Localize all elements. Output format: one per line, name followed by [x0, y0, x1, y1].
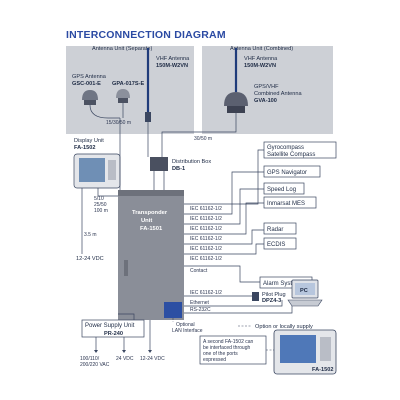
transponder-label-1: Transponder: [132, 210, 168, 216]
vhf-antenna-label: VHF Antenna: [156, 56, 190, 62]
radar-label: Radar: [267, 227, 283, 233]
combined-label-1: GPS/VHF: [254, 84, 279, 90]
gps-navigator-box: [263, 165, 321, 178]
iec-bottom-label: IEC 61162-1/2: [190, 290, 222, 296]
iec-label-4: IEC 61162-1/2: [190, 236, 222, 242]
display-power-label: 12-24 VDC: [76, 256, 104, 262]
combined-cable-length: 30/50 m: [194, 136, 212, 142]
antenna-combined-panel: [202, 46, 333, 134]
alarm-system-label: Alarm System: [263, 281, 300, 287]
combined-antenna-dome: [224, 92, 248, 106]
power-vdc-2: 12-24 VDC: [140, 356, 165, 362]
lan-interface-module: [164, 302, 182, 318]
note-line-3: one of the ports: [203, 351, 238, 357]
display-cable-2: 25/50: [94, 202, 107, 208]
gps-navigator-label: GPS Navigator: [267, 170, 307, 176]
optional-lan-1: Optional: [176, 322, 195, 328]
combined-vhf-label: VHF Antenna: [244, 56, 278, 62]
display-unit-model: FA-1502: [74, 145, 95, 151]
pilot-plug-label: Pilot Plug: [262, 292, 286, 298]
distribution-box: [150, 157, 168, 171]
power-supply-label: Power Supply Unit: [85, 323, 135, 329]
antenna-combined-header: Antenna Unit (Combined): [230, 46, 293, 52]
transponder-model: FA-1501: [140, 226, 163, 232]
gps-antenna-model-1: GSC-001-E: [72, 81, 101, 87]
power-vac-2: 200/220 VAC: [80, 362, 110, 368]
pc-label: PC: [300, 288, 308, 294]
second-display-screen: [280, 335, 316, 363]
distribution-box-model: DB-1: [172, 166, 185, 172]
speed-log-box: [263, 182, 305, 195]
pilot-plug-model: DPZ4-3: [262, 298, 281, 304]
pilot-plug-icon: [252, 292, 259, 301]
display-unit-label: Display Unit: [74, 138, 104, 144]
display-unit-screen: [79, 158, 105, 182]
optional-lan-2: LAN Interface: [172, 328, 203, 334]
display-cable-4: 3.5 m: [84, 232, 97, 238]
combined-model: GVA-100: [254, 98, 277, 104]
power-vac-1: 100/110/: [80, 356, 100, 362]
power-supply-box: [81, 319, 145, 338]
power-vdc: 24 VDC: [116, 356, 134, 362]
ecdis-label: ECDIS: [267, 242, 285, 248]
gyrocompass-label: Gyrocompass: [267, 145, 304, 151]
contact-label: Contact: [190, 268, 208, 274]
gps-antenna-label: GPS Antenna: [72, 74, 107, 80]
antenna-separate-header: Antenna Unit (Separate): [92, 46, 152, 52]
antenna-separate-panel: [66, 46, 194, 134]
satellite-compass-label: Satellite Compass: [267, 152, 315, 158]
vhf-antenna-mount: [145, 112, 151, 122]
speed-log-label: Speed Log: [267, 187, 296, 193]
transponder-label-2: Unit: [141, 218, 152, 224]
inmarsat-label: Inmarsat MES: [267, 201, 305, 207]
radar-box: [263, 222, 297, 235]
transponder-unit-body: [118, 190, 184, 320]
rs232c-label: RS-232C: [190, 307, 211, 313]
note-line-4: expressed: [203, 357, 226, 363]
iec-label-6: IEC 61162-1/2: [190, 256, 222, 262]
note-line-1: A second FA-1502 can: [203, 339, 254, 345]
gps-antenna-model-2: GPA-017S-E: [112, 81, 144, 87]
iec-label-5: IEC 61162-1/2: [190, 246, 222, 252]
display-cable-1: 5/10: [94, 196, 104, 202]
note-line-2: be interfaced through: [203, 345, 250, 351]
iec-label-2: IEC 61162-1/2: [190, 216, 222, 222]
gyrocompass-box: [263, 141, 337, 159]
gps-antenna-dome-1: [82, 90, 98, 100]
power-supply-model: PR-240: [104, 331, 123, 337]
combined-label-2: Combined Antenna: [254, 91, 302, 97]
gps-antenna-dome-2: [116, 89, 130, 98]
iec-label-1: IEC 61162-1/2: [190, 206, 222, 212]
vhf-antenna-model: 150M-W2VN: [156, 63, 188, 69]
gps-cable-length: 15/30/50 m: [106, 120, 131, 126]
ecdis-box: [263, 237, 297, 250]
second-display-model: FA-1502: [312, 367, 333, 373]
display-cable-3: 100 m: [94, 208, 108, 214]
option-note: Option or locally supply: [255, 324, 313, 330]
iec-label-3: IEC 61162-1/2: [190, 226, 222, 232]
ethernet-label: Ethernet: [190, 300, 210, 306]
combined-vhf-model: 150M-W2VN: [244, 63, 276, 69]
inmarsat-box: [263, 196, 317, 209]
diagram-title: INTERCONNECTION DIAGRAM: [66, 29, 226, 41]
distribution-box-label: Distribution Box: [172, 159, 211, 165]
